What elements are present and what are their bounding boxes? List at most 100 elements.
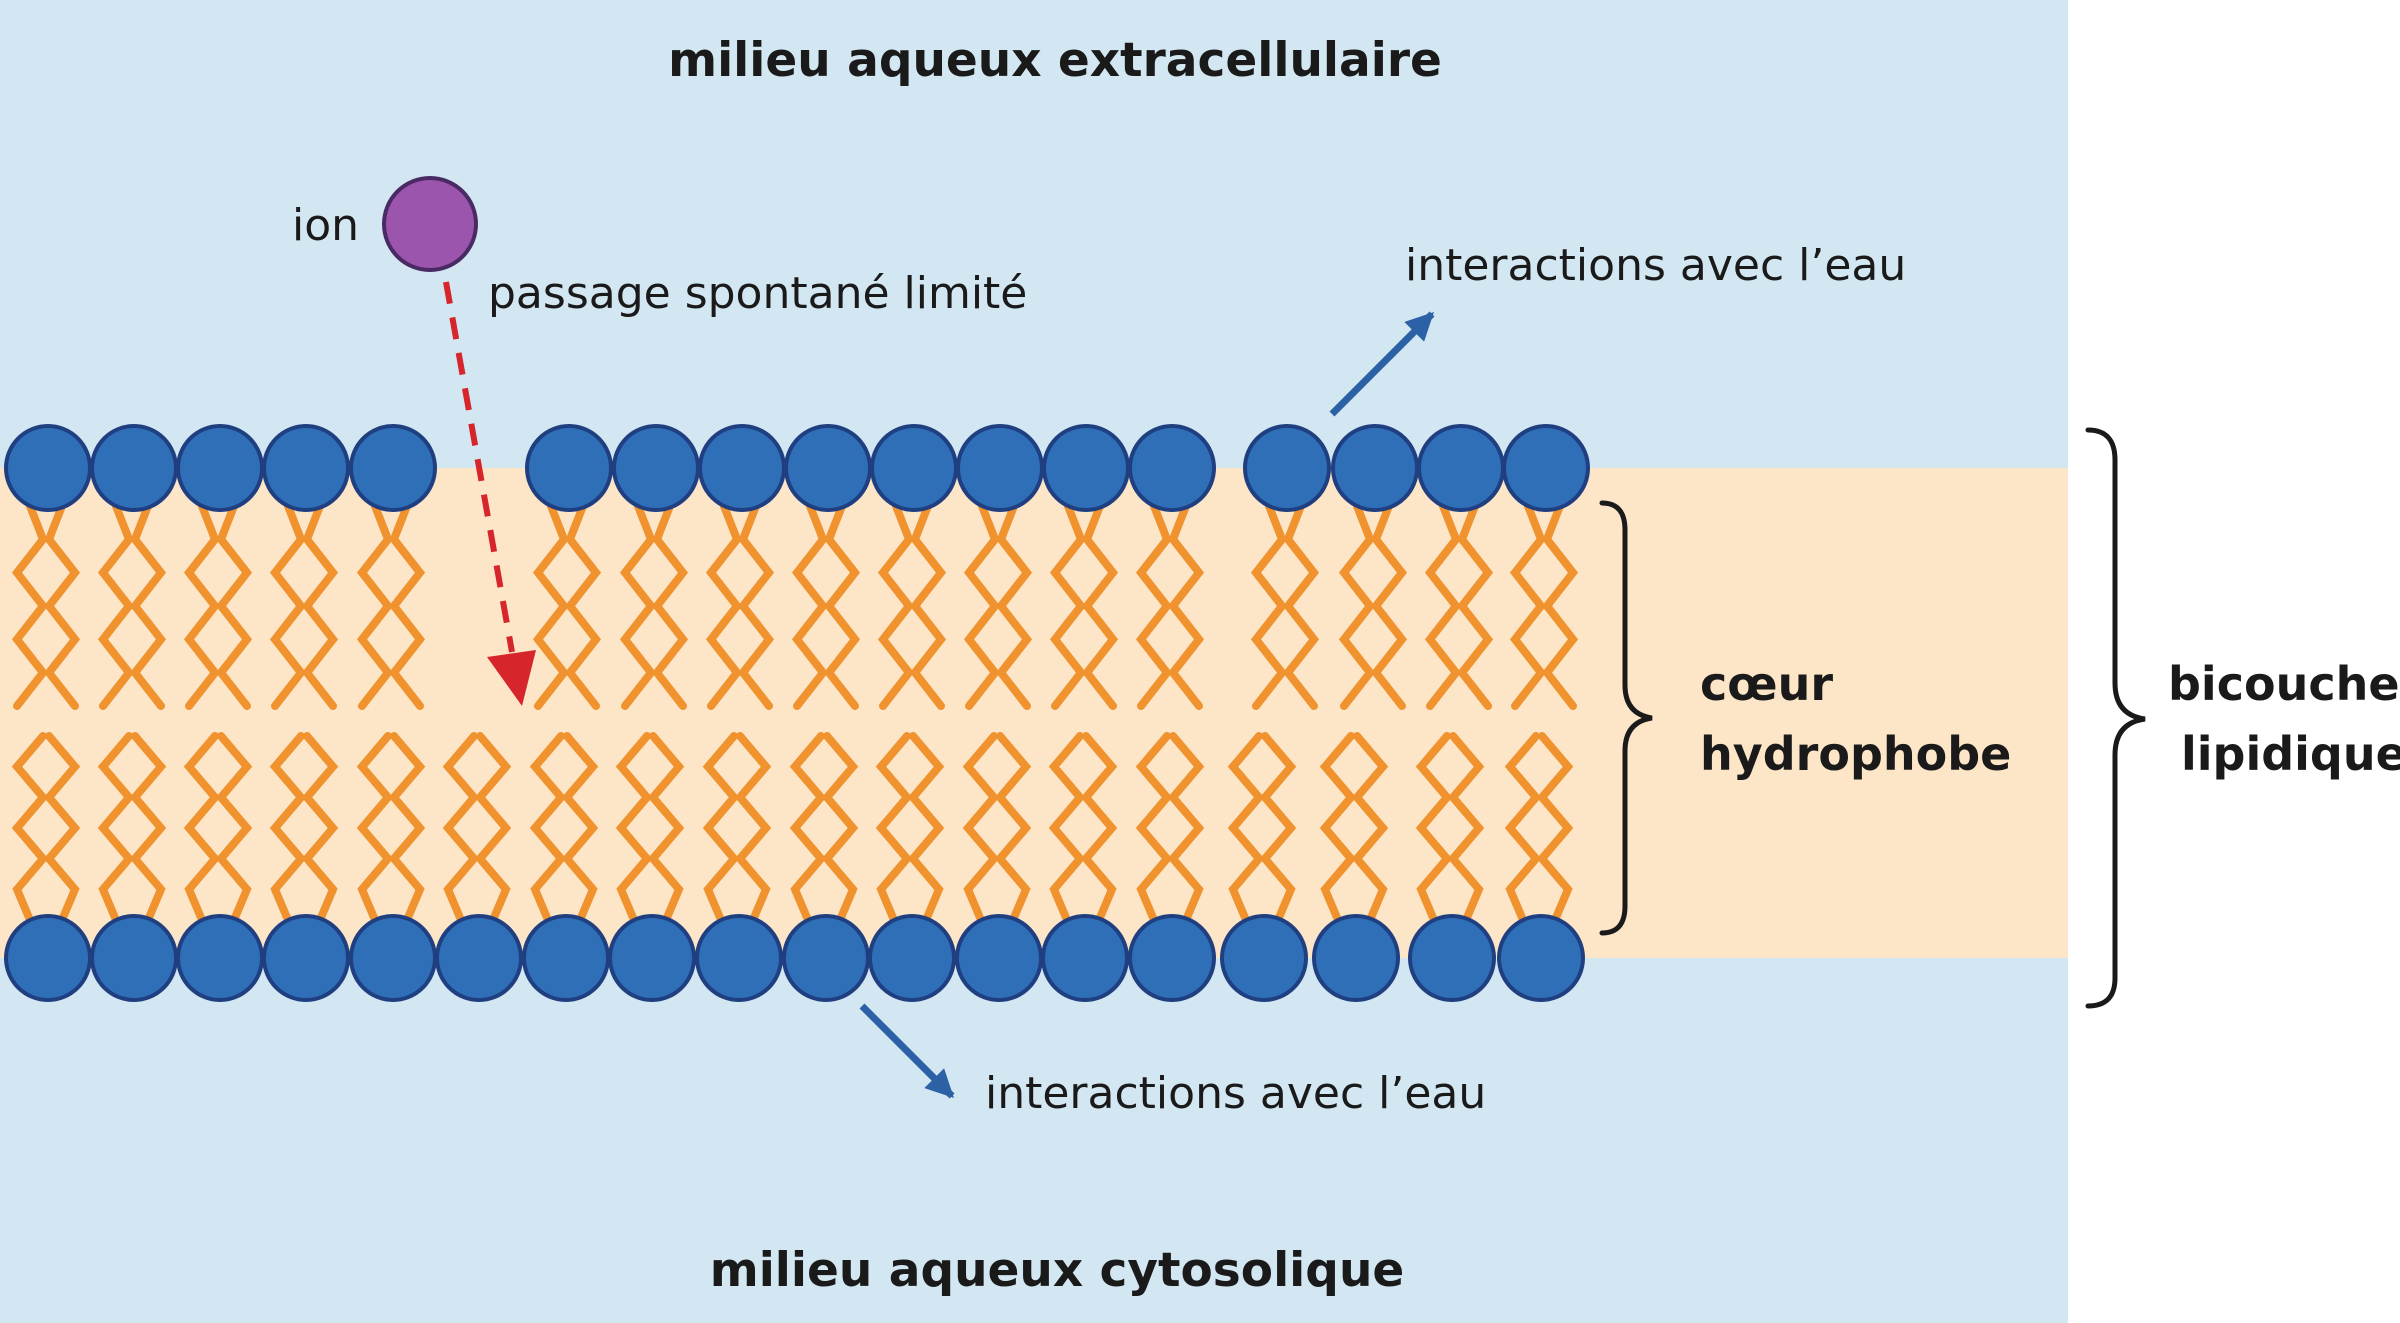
water-interaction-bottom-label: interactions avec l’eau	[985, 1068, 1486, 1119]
lipid-tail-icon	[269, 732, 307, 924]
lipid-tail-icon	[1319, 732, 1357, 924]
lipid-head-icon	[90, 914, 178, 1002]
lipid-tail-icon	[963, 502, 1001, 710]
lipid-head-icon	[955, 914, 1043, 1002]
lipid-head-icon	[262, 914, 350, 1002]
lipid-head-icon	[1502, 424, 1590, 512]
lipid-tail-icon	[356, 502, 394, 710]
lipid-tail-icon	[1447, 732, 1485, 924]
lipid-tail-icon	[821, 732, 859, 924]
lipid-tail-icon	[1167, 732, 1205, 924]
bilayer-bracket-icon	[2085, 427, 2146, 1009]
lipid-head-icon	[1408, 914, 1496, 1002]
lipid-tail-icon	[97, 732, 135, 924]
lipid-tail-icon	[388, 732, 426, 924]
lipid-head-icon	[1042, 424, 1130, 512]
bilayer-label-line1: bicouche	[2168, 657, 2400, 711]
lipid-tail-icon	[561, 732, 599, 924]
lipid-tail-icon	[529, 732, 567, 924]
lipid-tail-icon	[791, 502, 829, 710]
lipid-tail-icon	[356, 732, 394, 924]
lipid-tail-icon	[619, 502, 657, 710]
passage-arrow-head-icon	[487, 650, 536, 706]
lipid-head-icon	[349, 914, 437, 1002]
hydrophobic-core-band	[0, 468, 2068, 958]
lipid-tail-icon	[823, 502, 861, 710]
lipid-tail-icon	[129, 502, 167, 710]
lipid-tail-icon	[1338, 502, 1376, 710]
lipid-tail-icon	[1167, 502, 1205, 710]
lipid-tail-icon	[215, 502, 253, 710]
lipid-tail-icon	[994, 732, 1032, 924]
lipid-head-icon	[176, 914, 264, 1002]
lipid-head-icon	[1497, 914, 1585, 1002]
lipid-head-icon	[4, 424, 92, 512]
passage-label: passage spontané limité	[488, 268, 1027, 319]
lipid-tail-icon	[995, 502, 1033, 710]
lipid-tail-icon	[734, 732, 772, 924]
lipid-tail-icon	[1370, 502, 1408, 710]
lipid-tail-icon	[1456, 502, 1494, 710]
lipid-tail-icon	[615, 732, 653, 924]
lipid-head-icon	[1128, 914, 1216, 1002]
lipid-head-icon	[612, 424, 700, 512]
lipid-tail-icon	[1080, 732, 1118, 924]
lipid-tail-icon	[1541, 502, 1579, 710]
lipid-head-icon	[262, 424, 350, 512]
lipid-head-icon	[90, 424, 178, 512]
lipid-tail-icon	[705, 502, 743, 710]
lipid-tail-icon	[702, 732, 740, 924]
lipid-tail-icon	[11, 732, 49, 924]
lipid-head-icon	[1243, 424, 1331, 512]
water-arrow-top-icon	[1329, 311, 1435, 417]
lipid-tail-icon	[183, 502, 221, 710]
lipid-tail-icon	[1135, 502, 1173, 710]
core-label-line2: hydrophobe	[1700, 727, 2011, 781]
lipid-tail-icon	[1415, 732, 1453, 924]
lipid-tail-icon	[647, 732, 685, 924]
lipid-tail-icon	[1259, 732, 1297, 924]
ion-label: ion	[292, 200, 359, 251]
core-bracket-icon	[1599, 500, 1653, 936]
lipid-head-icon	[1041, 914, 1129, 1002]
lipid-tail-icon	[564, 502, 602, 710]
lipid-tail-icon	[877, 502, 915, 710]
passage-arrow-shaft	[443, 281, 515, 653]
lipid-head-icon	[435, 914, 523, 1002]
lipid-tail-icon	[129, 732, 167, 924]
lipid-head-icon	[1220, 914, 1308, 1002]
lipid-tail-icon	[11, 502, 49, 710]
lipid-tail-icon	[215, 732, 253, 924]
water-arrow-bottom-icon	[859, 1003, 955, 1099]
lipid-tail-icon	[1504, 732, 1542, 924]
lipid-head-icon	[1417, 424, 1505, 512]
lipid-tail-icon	[183, 732, 221, 924]
lipid-tail-icon	[43, 502, 81, 710]
bilayer-label-line2: lipidique	[2181, 727, 2400, 781]
lipid-tails	[11, 502, 1579, 924]
cytosolic-label: milieu aqueux cytosolique	[710, 1243, 1405, 1298]
lipid-head-icon	[522, 914, 610, 1002]
lipid-tail-icon	[532, 502, 570, 710]
lipid-tail-icon	[737, 502, 775, 710]
lipid-tail-icon	[43, 732, 81, 924]
ion-icon	[382, 176, 478, 272]
lipid-tail-icon	[1048, 732, 1086, 924]
lipid-tail-icon	[1282, 502, 1320, 710]
lipid-tail-icon	[442, 732, 480, 924]
lipid-tail-icon	[388, 502, 426, 710]
lipid-head-icon	[782, 914, 870, 1002]
lipid-tail-icon	[1509, 502, 1547, 710]
upper-leaflet-heads	[4, 424, 1590, 512]
lipid-tail-icon	[1351, 732, 1389, 924]
lipid-tail-icon	[909, 502, 947, 710]
lipid-tail-icon	[97, 502, 135, 710]
lipid-tail-icon	[651, 502, 689, 710]
lipid-tail-icon	[962, 732, 1000, 924]
lipid-head-icon	[349, 424, 437, 512]
lipid-head-icon	[1331, 424, 1419, 512]
lipid-tail-icon	[875, 732, 913, 924]
lipid-head-icon	[698, 424, 786, 512]
lipid-tail-icon	[474, 732, 512, 924]
